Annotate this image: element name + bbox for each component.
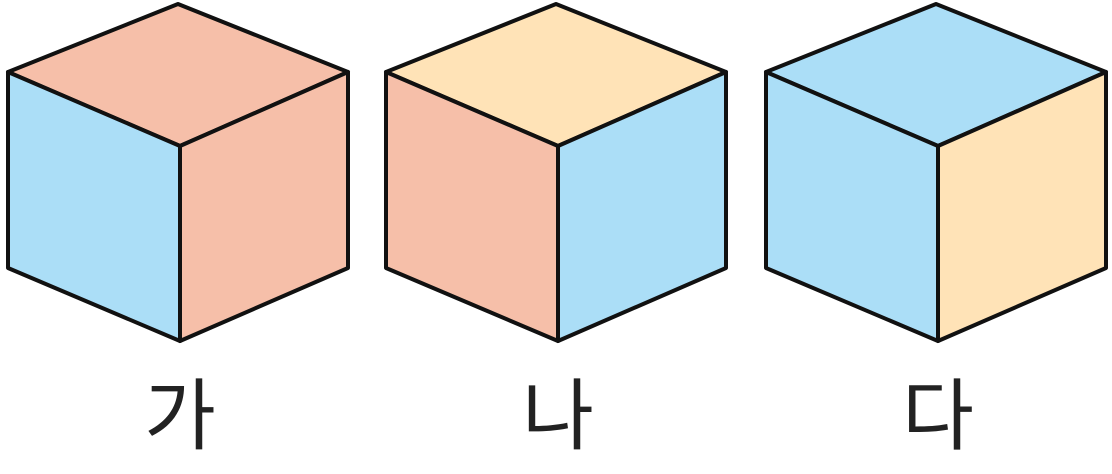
cube-da (764, 2, 1108, 343)
cube-ga (6, 2, 350, 343)
cube-ga-right-face (178, 70, 350, 343)
cube-label-da: 다 (902, 372, 974, 462)
cube-da-right-face (936, 70, 1108, 343)
cube-na (384, 2, 728, 343)
cube-na-right-face (556, 70, 728, 343)
cube-label-ga: 가 (144, 372, 216, 462)
cube-label-na: 나 (522, 372, 594, 462)
